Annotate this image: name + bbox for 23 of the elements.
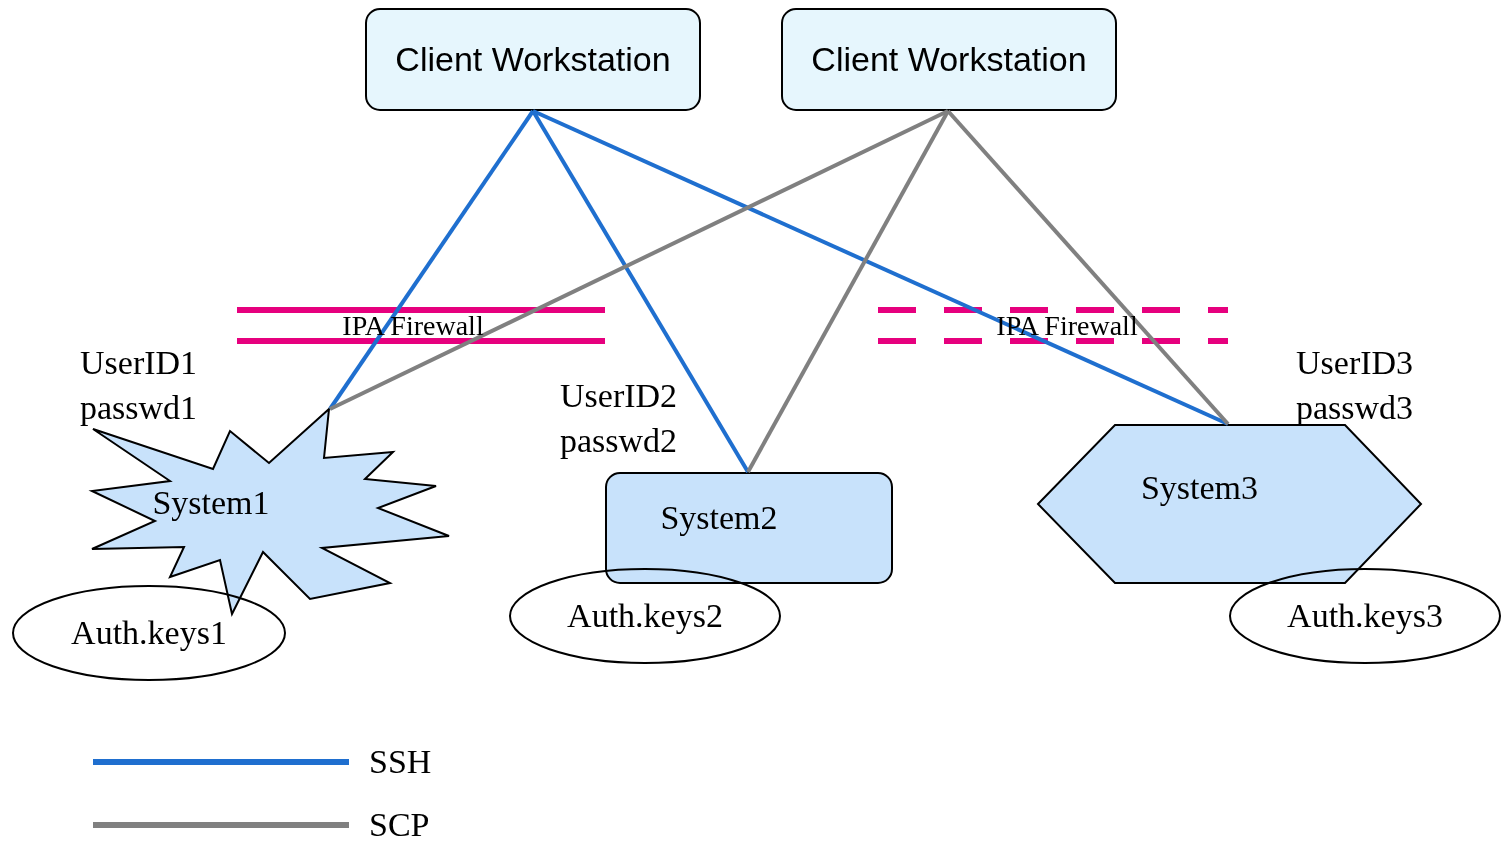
firewall-label: IPA Firewall	[342, 312, 484, 340]
credential-text: UserID2	[560, 376, 678, 416]
node-label: Client Workstation	[811, 39, 1087, 81]
connection-line	[946, 109, 1230, 426]
legend-label: SCP	[369, 805, 430, 842]
node-label: Auth.keys1	[71, 612, 227, 653]
node-label: Auth.keys3	[1287, 595, 1443, 636]
node-label: Auth.keys2	[567, 595, 723, 636]
node-label: System1	[152, 482, 270, 523]
credential-text: UserID3	[1296, 343, 1414, 383]
connection-line	[532, 109, 1229, 426]
node-label: System3	[1140, 467, 1259, 508]
credential-text: passwd3	[1296, 388, 1414, 428]
connection-line	[329, 109, 949, 411]
node-label: System2	[660, 497, 778, 538]
node-label: Client Workstation	[395, 39, 671, 81]
connection-line	[328, 109, 535, 411]
legend-label: SSH	[369, 742, 432, 782]
connection-line	[746, 110, 950, 473]
credential-text: passwd2	[560, 421, 678, 461]
connection-line	[531, 109, 750, 474]
credential-text: UserID1	[80, 343, 198, 383]
credential-text: passwd1	[80, 388, 198, 428]
